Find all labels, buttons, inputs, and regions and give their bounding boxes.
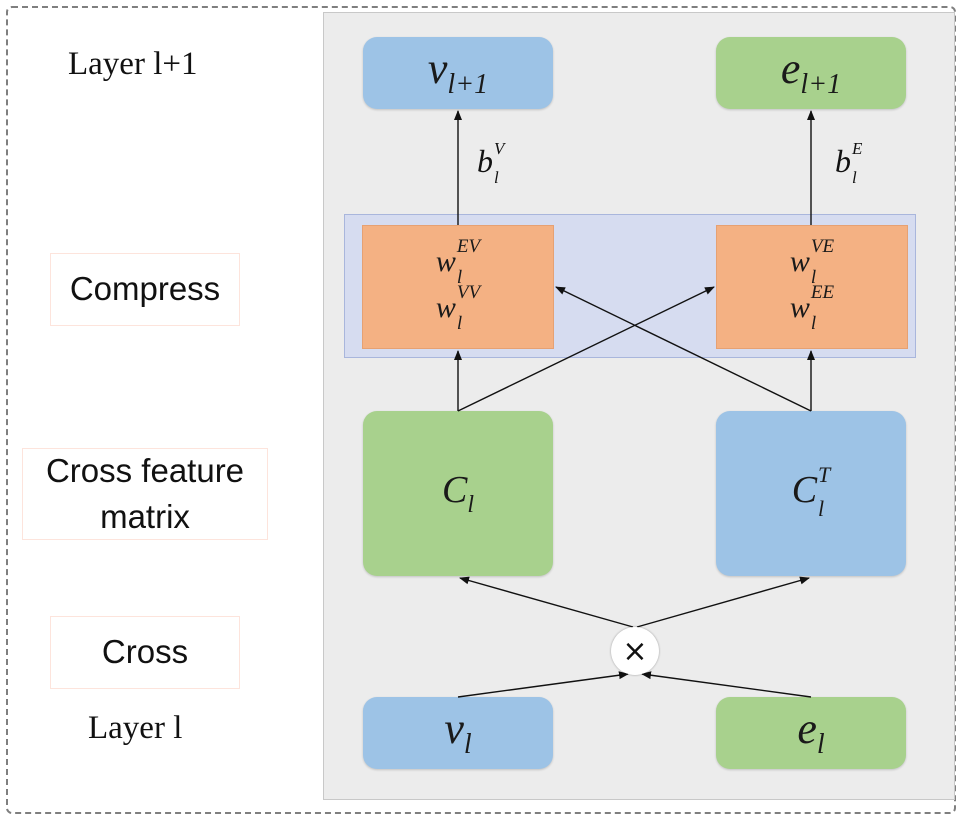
- outer-dashed-frame: [6, 6, 956, 814]
- v-next-base: v: [427, 44, 448, 93]
- cross-matrix-node: Cl: [363, 411, 553, 576]
- c-sub: l: [467, 491, 475, 518]
- w-ee-sub: l: [810, 313, 817, 334]
- w-vv-sup: VV: [456, 282, 481, 303]
- e-next-math: el+1: [781, 47, 841, 99]
- cross-operator-icon: ×: [611, 627, 659, 675]
- layer-bottom-label: Layer l: [88, 710, 183, 746]
- e-node: el: [716, 697, 906, 769]
- w-ev-base: w: [435, 244, 456, 278]
- v-next-math: vl+1: [428, 47, 488, 99]
- cross-feature-label-line2: matrix: [100, 498, 190, 535]
- w-ev-sup: EV: [456, 236, 481, 257]
- b-v-base: b: [477, 143, 493, 179]
- e-next-sub: l+1: [800, 69, 842, 100]
- cross-feature-matrix-label: Cross feature matrix: [22, 448, 268, 540]
- v-next-sub: l+1: [447, 69, 489, 100]
- c-t-sub: l: [818, 495, 825, 521]
- cross-label-text: Cross: [101, 633, 189, 671]
- cross-label: Cross: [50, 616, 240, 689]
- cross-feature-label-line1: Cross feature: [45, 451, 245, 489]
- w-ve-sup: VE: [810, 236, 835, 257]
- w-ev-sub: l: [456, 267, 463, 288]
- b-e-sup: E: [852, 138, 863, 158]
- e-next-base: e: [780, 44, 801, 93]
- e-next-node: el+1: [716, 37, 906, 109]
- b-e-base: b: [835, 143, 851, 179]
- v-math: vl: [444, 707, 471, 759]
- c-math: Cl: [442, 471, 474, 517]
- w-ve-base: w: [789, 244, 810, 278]
- v-next-node: vl+1: [363, 37, 553, 109]
- c-t-base: C: [791, 469, 818, 512]
- e-sub: l: [816, 729, 825, 760]
- w-ee-base: w: [789, 290, 810, 324]
- compress-label-text: Compress: [69, 270, 221, 308]
- v-base: v: [444, 704, 464, 753]
- b-v-sub: l: [494, 167, 499, 187]
- b-v-sup: V: [494, 138, 505, 158]
- w-vv-sub: l: [456, 313, 463, 334]
- c-base: C: [441, 468, 468, 511]
- v-sub: l: [463, 729, 472, 760]
- b-e-sub: l: [852, 167, 857, 187]
- e-math: el: [797, 707, 824, 759]
- compress-label: Compress: [50, 253, 240, 326]
- c-t-sup: T: [818, 461, 831, 487]
- w-vv-base: w: [435, 290, 456, 324]
- v-node: vl: [363, 697, 553, 769]
- e-base: e: [797, 704, 817, 753]
- layer-top-label: Layer l+1: [68, 46, 198, 82]
- w-ve-sub: l: [810, 267, 817, 288]
- w-ee-sup: EE: [810, 282, 835, 303]
- diagram-panel: [323, 12, 955, 800]
- cross-operator-symbol: ×: [622, 633, 648, 669]
